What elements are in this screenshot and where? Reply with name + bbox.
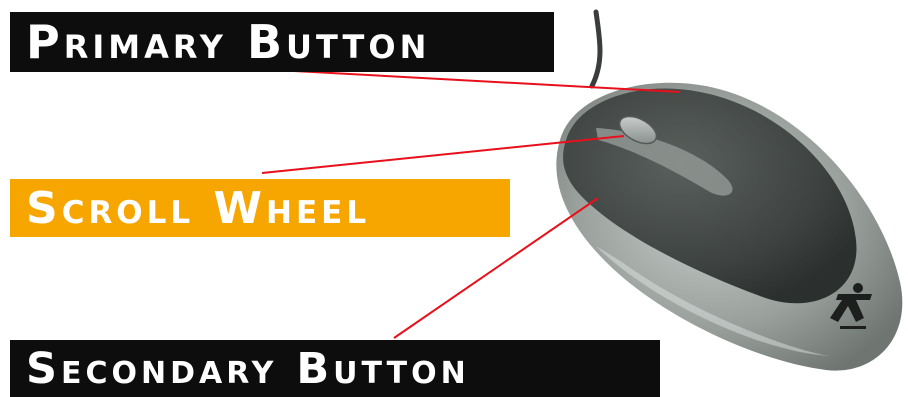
primary-button-pointer bbox=[294, 71, 680, 92]
scroll-wheel-label: Scroll Wheel bbox=[10, 179, 510, 237]
mouse-top-cover bbox=[563, 89, 856, 304]
secondary-button-label: Secondary Button bbox=[10, 340, 660, 397]
primary-button-label: Primary Button bbox=[10, 12, 554, 72]
mouse-cable bbox=[592, 12, 600, 86]
